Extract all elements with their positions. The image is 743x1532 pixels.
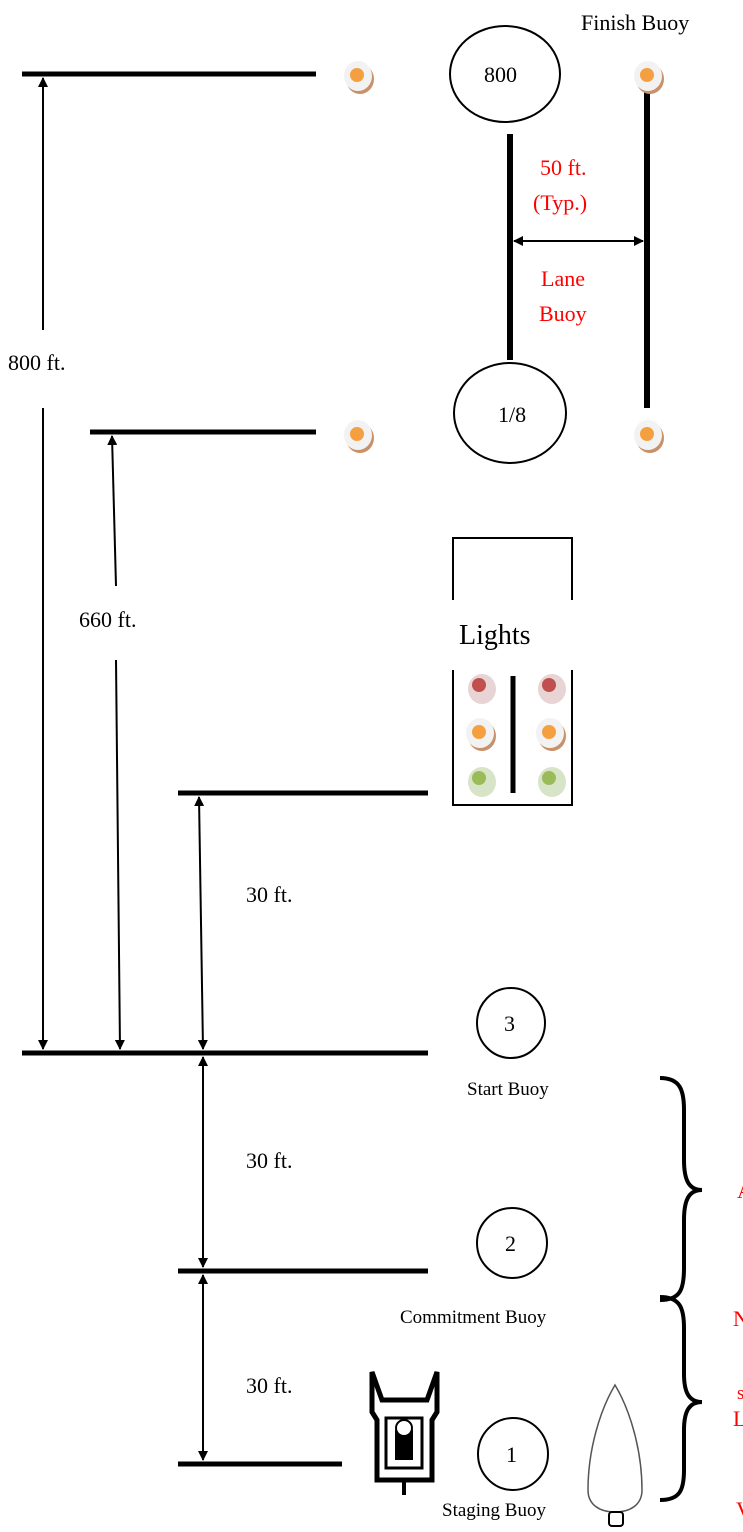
dim-660-upper bbox=[107, 435, 118, 587]
marker-1-label: 1 bbox=[506, 1442, 517, 1467]
finish-buoy-left-icon bbox=[344, 61, 374, 94]
dist-30-middle-label: 30 ft. bbox=[246, 1148, 293, 1173]
marker-eighth-circle bbox=[453, 362, 567, 464]
marker-eighth-label: 1/8 bbox=[498, 402, 527, 427]
cutoff-note-a: A bbox=[737, 1178, 743, 1204]
cutoff-note-n: N bbox=[733, 1306, 743, 1331]
dim-30-upper bbox=[194, 796, 208, 1050]
light-red-left-icon bbox=[468, 674, 496, 704]
cutoff-note-s: s bbox=[737, 1383, 743, 1404]
pwc-icon bbox=[369, 1371, 440, 1495]
eighth-buoy-right-icon bbox=[634, 420, 664, 453]
lane-width-note: (Typ.) bbox=[533, 190, 588, 215]
marker-800-circle bbox=[449, 25, 561, 123]
boat-hull-icon bbox=[587, 1383, 643, 1527]
marker-800-label: 800 bbox=[484, 62, 517, 87]
brace-lower bbox=[659, 1295, 703, 1502]
lights-tree bbox=[452, 537, 573, 806]
finish-buoy-label: Finish Buoy bbox=[581, 10, 690, 35]
light-red-right-icon bbox=[538, 674, 566, 704]
dim-660-lower bbox=[114, 659, 125, 1050]
dist-30-upper-label: 30 ft. bbox=[246, 882, 293, 907]
marker-3-circle bbox=[476, 987, 546, 1059]
commitment-buoy-label: Commitment Buoy bbox=[400, 1307, 547, 1328]
marker-2-circle bbox=[476, 1207, 548, 1279]
staging-buoy-label: Staging Buoy bbox=[442, 1500, 546, 1521]
eighth-buoy-left-icon bbox=[344, 420, 374, 453]
brace-upper bbox=[659, 1076, 703, 1302]
dist-30-lower-label: 30 ft. bbox=[246, 1373, 293, 1398]
light-green-right-icon bbox=[538, 767, 566, 797]
lane-buoy-label-line2: Buoy bbox=[539, 301, 587, 326]
light-amber-left-icon bbox=[466, 718, 496, 751]
light-amber-right-icon bbox=[536, 718, 566, 751]
cutoff-note-l: L bbox=[733, 1406, 743, 1431]
marker-2-label: 2 bbox=[505, 1231, 516, 1256]
marker-1-circle bbox=[477, 1417, 549, 1491]
marker-3-label: 3 bbox=[504, 1011, 515, 1036]
finish-buoy-right-icon bbox=[634, 61, 664, 94]
lane-width-label: 50 ft. bbox=[540, 155, 587, 180]
light-green-left-icon bbox=[468, 767, 496, 797]
start-buoy-label: Start Buoy bbox=[467, 1079, 549, 1100]
lights-label: Lights bbox=[459, 620, 531, 651]
lane-buoy-label-line1: Lane bbox=[541, 266, 585, 291]
dist-660-label: 660 ft. bbox=[79, 607, 137, 632]
dist-800-label: 800 ft. bbox=[8, 350, 66, 375]
cutoff-note-w: V bbox=[736, 1497, 743, 1523]
